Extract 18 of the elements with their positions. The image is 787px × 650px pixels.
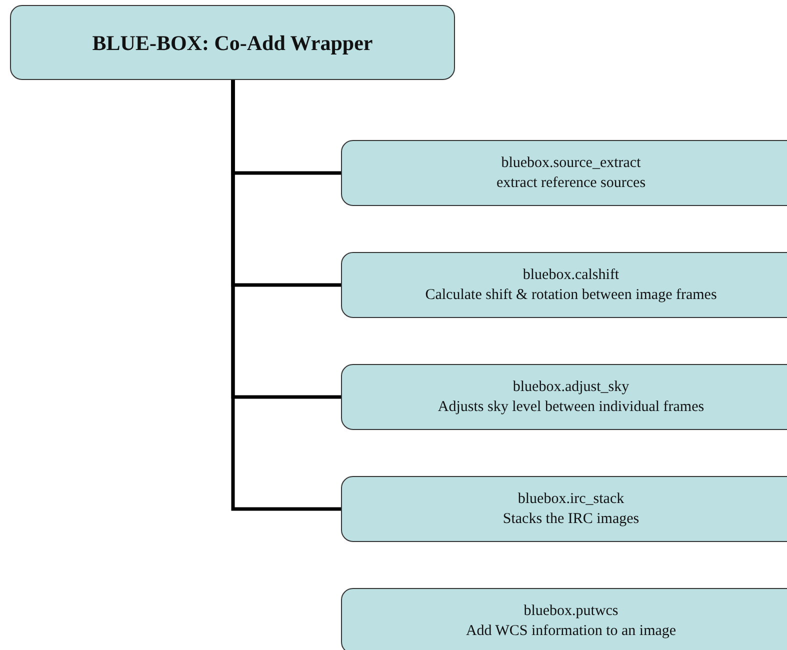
process-box bbox=[341, 140, 787, 206]
module-description: Calculate shift & rotation between image frames bbox=[425, 286, 717, 305]
module-name: bluebox.putwcs bbox=[524, 602, 618, 621]
module-description: extract reference sources bbox=[496, 174, 646, 193]
module-description: Add WCS information to an image bbox=[466, 622, 676, 641]
connector-line bbox=[231, 80, 341, 511]
process-box bbox=[341, 364, 787, 430]
module-name: bluebox.source_extract bbox=[501, 154, 641, 173]
process-box bbox=[341, 476, 787, 542]
title-text: BLUE-BOX: Co-Add Wrapper bbox=[92, 32, 373, 52]
process-box bbox=[341, 252, 787, 318]
module-description: Adjusts sky level between individual frames bbox=[438, 398, 704, 417]
process-box bbox=[10, 5, 455, 80]
module-name: bluebox.irc_stack bbox=[518, 490, 624, 509]
process-box bbox=[341, 588, 787, 650]
module-name: bluebox.adjust_sky bbox=[512, 378, 630, 397]
module-description: Stacks the IRC images bbox=[502, 510, 640, 529]
module-name: bluebox.calshift bbox=[522, 266, 620, 285]
